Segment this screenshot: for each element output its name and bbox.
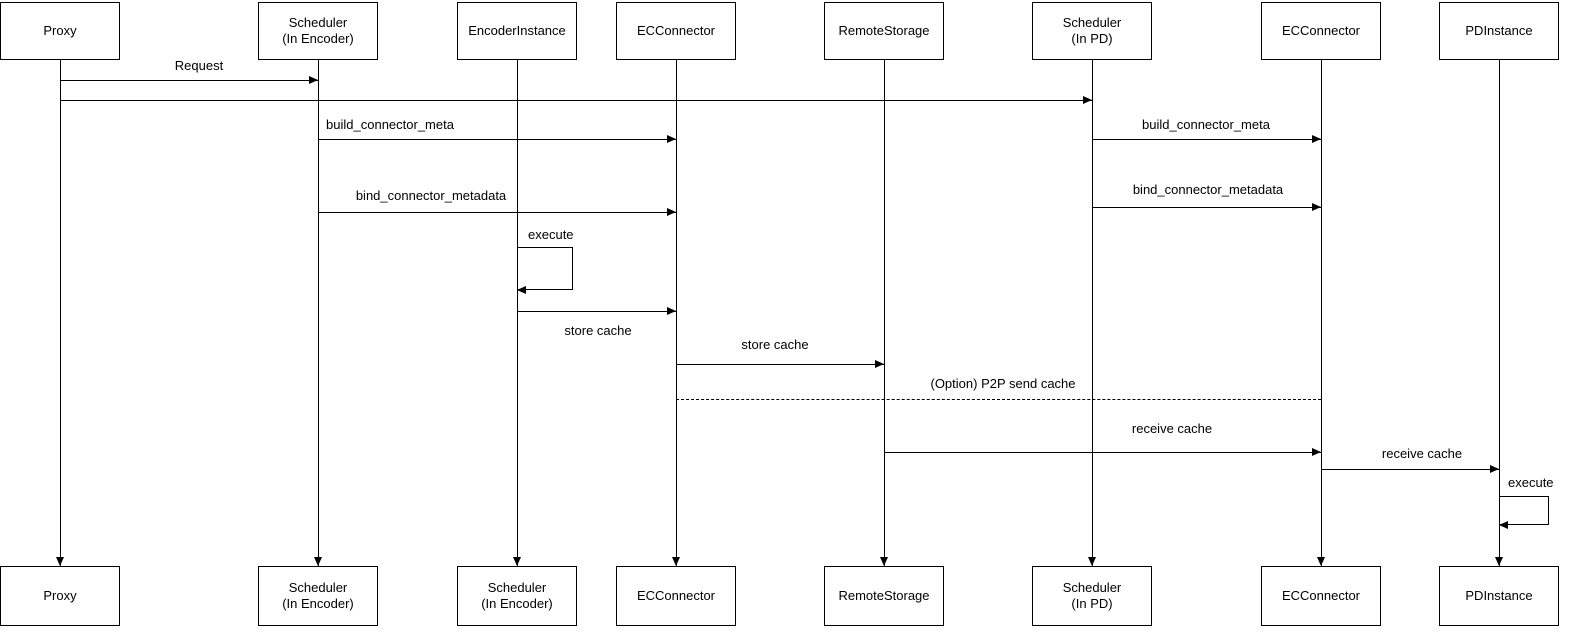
message-line-m6 xyxy=(1092,207,1321,208)
message-line-m9 xyxy=(676,399,1321,400)
message-arrow-icon-m2 xyxy=(1083,96,1092,104)
message-label-m4: build_connector_meta xyxy=(1142,117,1270,132)
message-line-m1 xyxy=(60,80,318,81)
participant-label: Scheduler (In Encoder) xyxy=(282,15,354,46)
participant-label: ECConnector xyxy=(636,588,716,603)
participant-label: ECConnector xyxy=(1281,588,1361,603)
participant-label: Scheduler (In Encoder) xyxy=(282,580,354,611)
lifeline-sched_pd xyxy=(1092,60,1093,566)
message-label-m5: bind_connector_metadata xyxy=(355,188,507,203)
lifeline-remote_store xyxy=(884,60,885,566)
participant-label: Scheduler (In Encoder) xyxy=(481,580,553,611)
lifeline-ec_conn_1 xyxy=(676,60,677,566)
participant-label: RemoteStorage xyxy=(838,23,930,38)
participant-label: ECConnector xyxy=(636,23,716,38)
participant-box-top-encoder_inst[interactable]: EncoderInstance xyxy=(457,2,577,60)
participant-box-top-sched_enc[interactable]: Scheduler (In Encoder) xyxy=(258,2,378,60)
message-arrow-icon-m7 xyxy=(667,307,676,315)
message-arrow-icon-m5 xyxy=(667,208,676,216)
participant-box-top-ec_conn_2[interactable]: ECConnector xyxy=(1261,2,1381,60)
message-line-m11 xyxy=(1321,469,1499,470)
message-line-m7 xyxy=(517,311,676,312)
participant-box-top-pd_inst[interactable]: PDInstance xyxy=(1439,2,1559,60)
participant-label: ECConnector xyxy=(1281,23,1361,38)
participant-box-top-remote_store[interactable]: RemoteStorage xyxy=(824,2,944,60)
message-arrow-icon-m3 xyxy=(667,135,676,143)
lifeline-end-arrow-icon-sched_pd xyxy=(1088,557,1096,566)
lifeline-sched_enc xyxy=(318,60,319,566)
participant-label: PDInstance xyxy=(1465,23,1533,38)
message-arrow-icon-m1 xyxy=(309,76,318,84)
message-line-m2 xyxy=(60,100,1092,101)
participant-box-bottom-pd_inst[interactable]: PDInstance xyxy=(1439,566,1559,626)
message-arrow-icon-m6 xyxy=(1312,203,1321,211)
message-arrow-icon-m4 xyxy=(1312,135,1321,143)
self-call-s2 xyxy=(1499,496,1549,525)
lifeline-end-arrow-icon-ec_conn_1 xyxy=(672,557,680,566)
lifeline-end-arrow-icon-pd_inst xyxy=(1495,557,1503,566)
message-label-m3: build_connector_meta xyxy=(326,117,454,132)
participant-label: Scheduler (In PD) xyxy=(1062,15,1122,46)
message-label-m9: (Option) P2P send cache xyxy=(930,376,1076,391)
message-label-m10: receive cache xyxy=(1131,421,1213,436)
message-line-m4 xyxy=(1092,139,1321,140)
participant-label: EncoderInstance xyxy=(468,23,566,38)
message-line-m3 xyxy=(318,139,676,140)
participant-box-bottom-sched_pd[interactable]: Scheduler (In PD) xyxy=(1032,566,1152,626)
participant-box-top-ec_conn_1[interactable]: ECConnector xyxy=(616,2,736,60)
participant-label: RemoteStorage xyxy=(838,588,930,603)
participant-box-bottom-ec_conn_1[interactable]: ECConnector xyxy=(616,566,736,626)
message-label-m7: store cache xyxy=(564,323,632,338)
message-line-m5 xyxy=(318,212,676,213)
lifeline-end-arrow-icon-remote_store xyxy=(880,557,888,566)
lifeline-encoder_inst xyxy=(517,60,518,566)
self-call-label-s2: execute xyxy=(1508,475,1554,490)
participant-label: Proxy xyxy=(43,23,77,38)
self-call-label-s1: execute xyxy=(528,227,574,242)
self-call-arrow-icon-s2 xyxy=(1499,521,1508,529)
message-line-m10 xyxy=(884,452,1321,453)
message-arrow-icon-m10 xyxy=(1312,448,1321,456)
lifeline-end-arrow-icon-encoder_inst xyxy=(513,557,521,566)
message-arrow-icon-m8 xyxy=(875,360,884,368)
participant-box-bottom-encoder_inst[interactable]: Scheduler (In Encoder) xyxy=(457,566,577,626)
lifeline-ec_conn_2 xyxy=(1321,60,1322,566)
participant-label: PDInstance xyxy=(1465,588,1533,603)
self-call-s1 xyxy=(517,247,573,290)
participant-box-bottom-proxy[interactable]: Proxy xyxy=(0,566,120,626)
message-label-m1: Request xyxy=(174,58,224,73)
message-label-m11: receive cache xyxy=(1381,446,1463,461)
participant-box-bottom-sched_enc[interactable]: Scheduler (In Encoder) xyxy=(258,566,378,626)
lifeline-end-arrow-icon-sched_enc xyxy=(314,557,322,566)
message-label-m6: bind_connector_metadata xyxy=(1132,182,1284,197)
lifeline-pd_inst xyxy=(1499,60,1500,566)
participant-box-bottom-remote_store[interactable]: RemoteStorage xyxy=(824,566,944,626)
participant-label: Proxy xyxy=(43,588,77,603)
message-arrow-icon-m11 xyxy=(1490,465,1499,473)
lifeline-proxy xyxy=(60,60,61,566)
lifeline-end-arrow-icon-ec_conn_2 xyxy=(1317,557,1325,566)
participant-label: Scheduler (In PD) xyxy=(1062,580,1122,611)
participant-box-top-proxy[interactable]: Proxy xyxy=(0,2,120,60)
message-label-m8: store cache xyxy=(741,337,809,352)
participant-box-top-sched_pd[interactable]: Scheduler (In PD) xyxy=(1032,2,1152,60)
lifeline-end-arrow-icon-proxy xyxy=(56,557,64,566)
participant-box-bottom-ec_conn_2[interactable]: ECConnector xyxy=(1261,566,1381,626)
message-line-m8 xyxy=(676,364,884,365)
self-call-arrow-icon-s1 xyxy=(517,286,526,294)
